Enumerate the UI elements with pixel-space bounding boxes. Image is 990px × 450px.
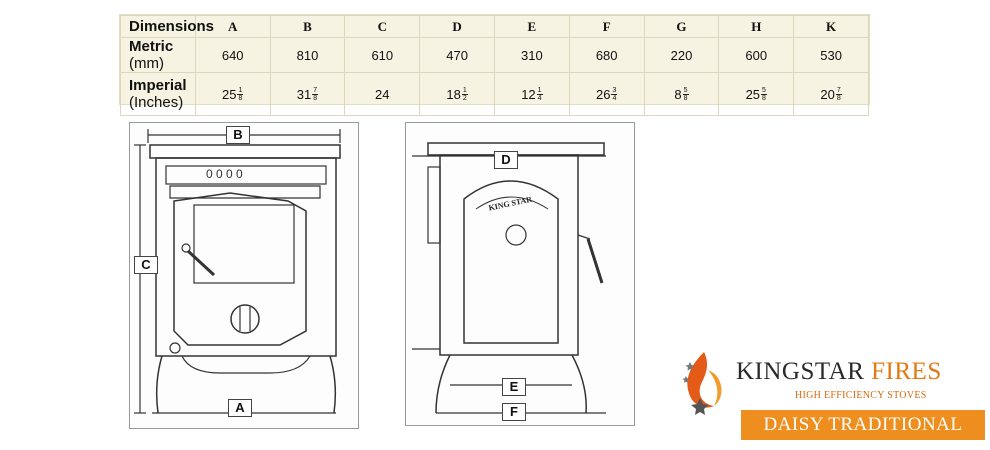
dim-label-f: F	[502, 403, 526, 421]
dim-label-c: C	[134, 256, 158, 274]
col-h: H	[718, 15, 795, 38]
metric-c: 610	[344, 37, 421, 73]
side-view-drawing: KING STAR D E F	[405, 122, 635, 426]
col-g: G	[643, 15, 720, 38]
col-b: B	[269, 15, 346, 38]
metric-k: 530	[793, 37, 869, 73]
dim-label-d: D	[494, 151, 518, 169]
front-view-svg: 0 0 0 0	[134, 129, 341, 414]
flame-star-icon	[682, 352, 722, 415]
metric-e: 310	[493, 37, 570, 73]
metric-h: 600	[718, 37, 795, 73]
door-knobs-text: 0 0 0 0	[206, 167, 243, 181]
metric-g: 220	[643, 37, 720, 73]
metric-b: 810	[269, 37, 346, 73]
metric-row: Metric (mm) 640 810 610 470 310 680 220 …	[120, 37, 869, 73]
metric-label: Metric (mm)	[120, 37, 196, 73]
col-e: E	[493, 15, 570, 38]
metric-d: 470	[419, 37, 495, 73]
col-f: F	[568, 15, 645, 38]
imperial-label: Imperial (Inches)	[120, 72, 196, 116]
brand-name: KINGSTAR FIRES	[736, 358, 942, 385]
brand-tagline: HIGH EFFICIENCY STOVES	[795, 390, 927, 401]
metric-f: 680	[568, 37, 645, 73]
kingstar-logo: KINGSTAR FIRES HIGH EFFICIENCY STOVES DA…	[676, 345, 988, 445]
metric-a: 640	[194, 37, 271, 73]
side-view-svg: KING STAR	[412, 142, 606, 414]
dim-label-e: E	[502, 378, 526, 396]
col-c: C	[344, 15, 421, 38]
header-label: Dimensions	[120, 15, 214, 38]
dim-label-a: A	[228, 399, 252, 417]
table-header-row: Dimensions A B C D E F G H K	[120, 15, 869, 38]
dim-label-b: B	[226, 126, 250, 144]
col-d: D	[419, 15, 495, 38]
product-name-banner: DAISY TRADITIONAL	[741, 410, 985, 440]
imperial-c: 24	[344, 72, 421, 116]
col-k: K	[793, 15, 869, 38]
front-view-drawing: 0 0 0 0 B C A	[129, 122, 359, 429]
dimensions-table: Dimensions A B C D E F G H K Metric (mm)…	[119, 14, 870, 116]
